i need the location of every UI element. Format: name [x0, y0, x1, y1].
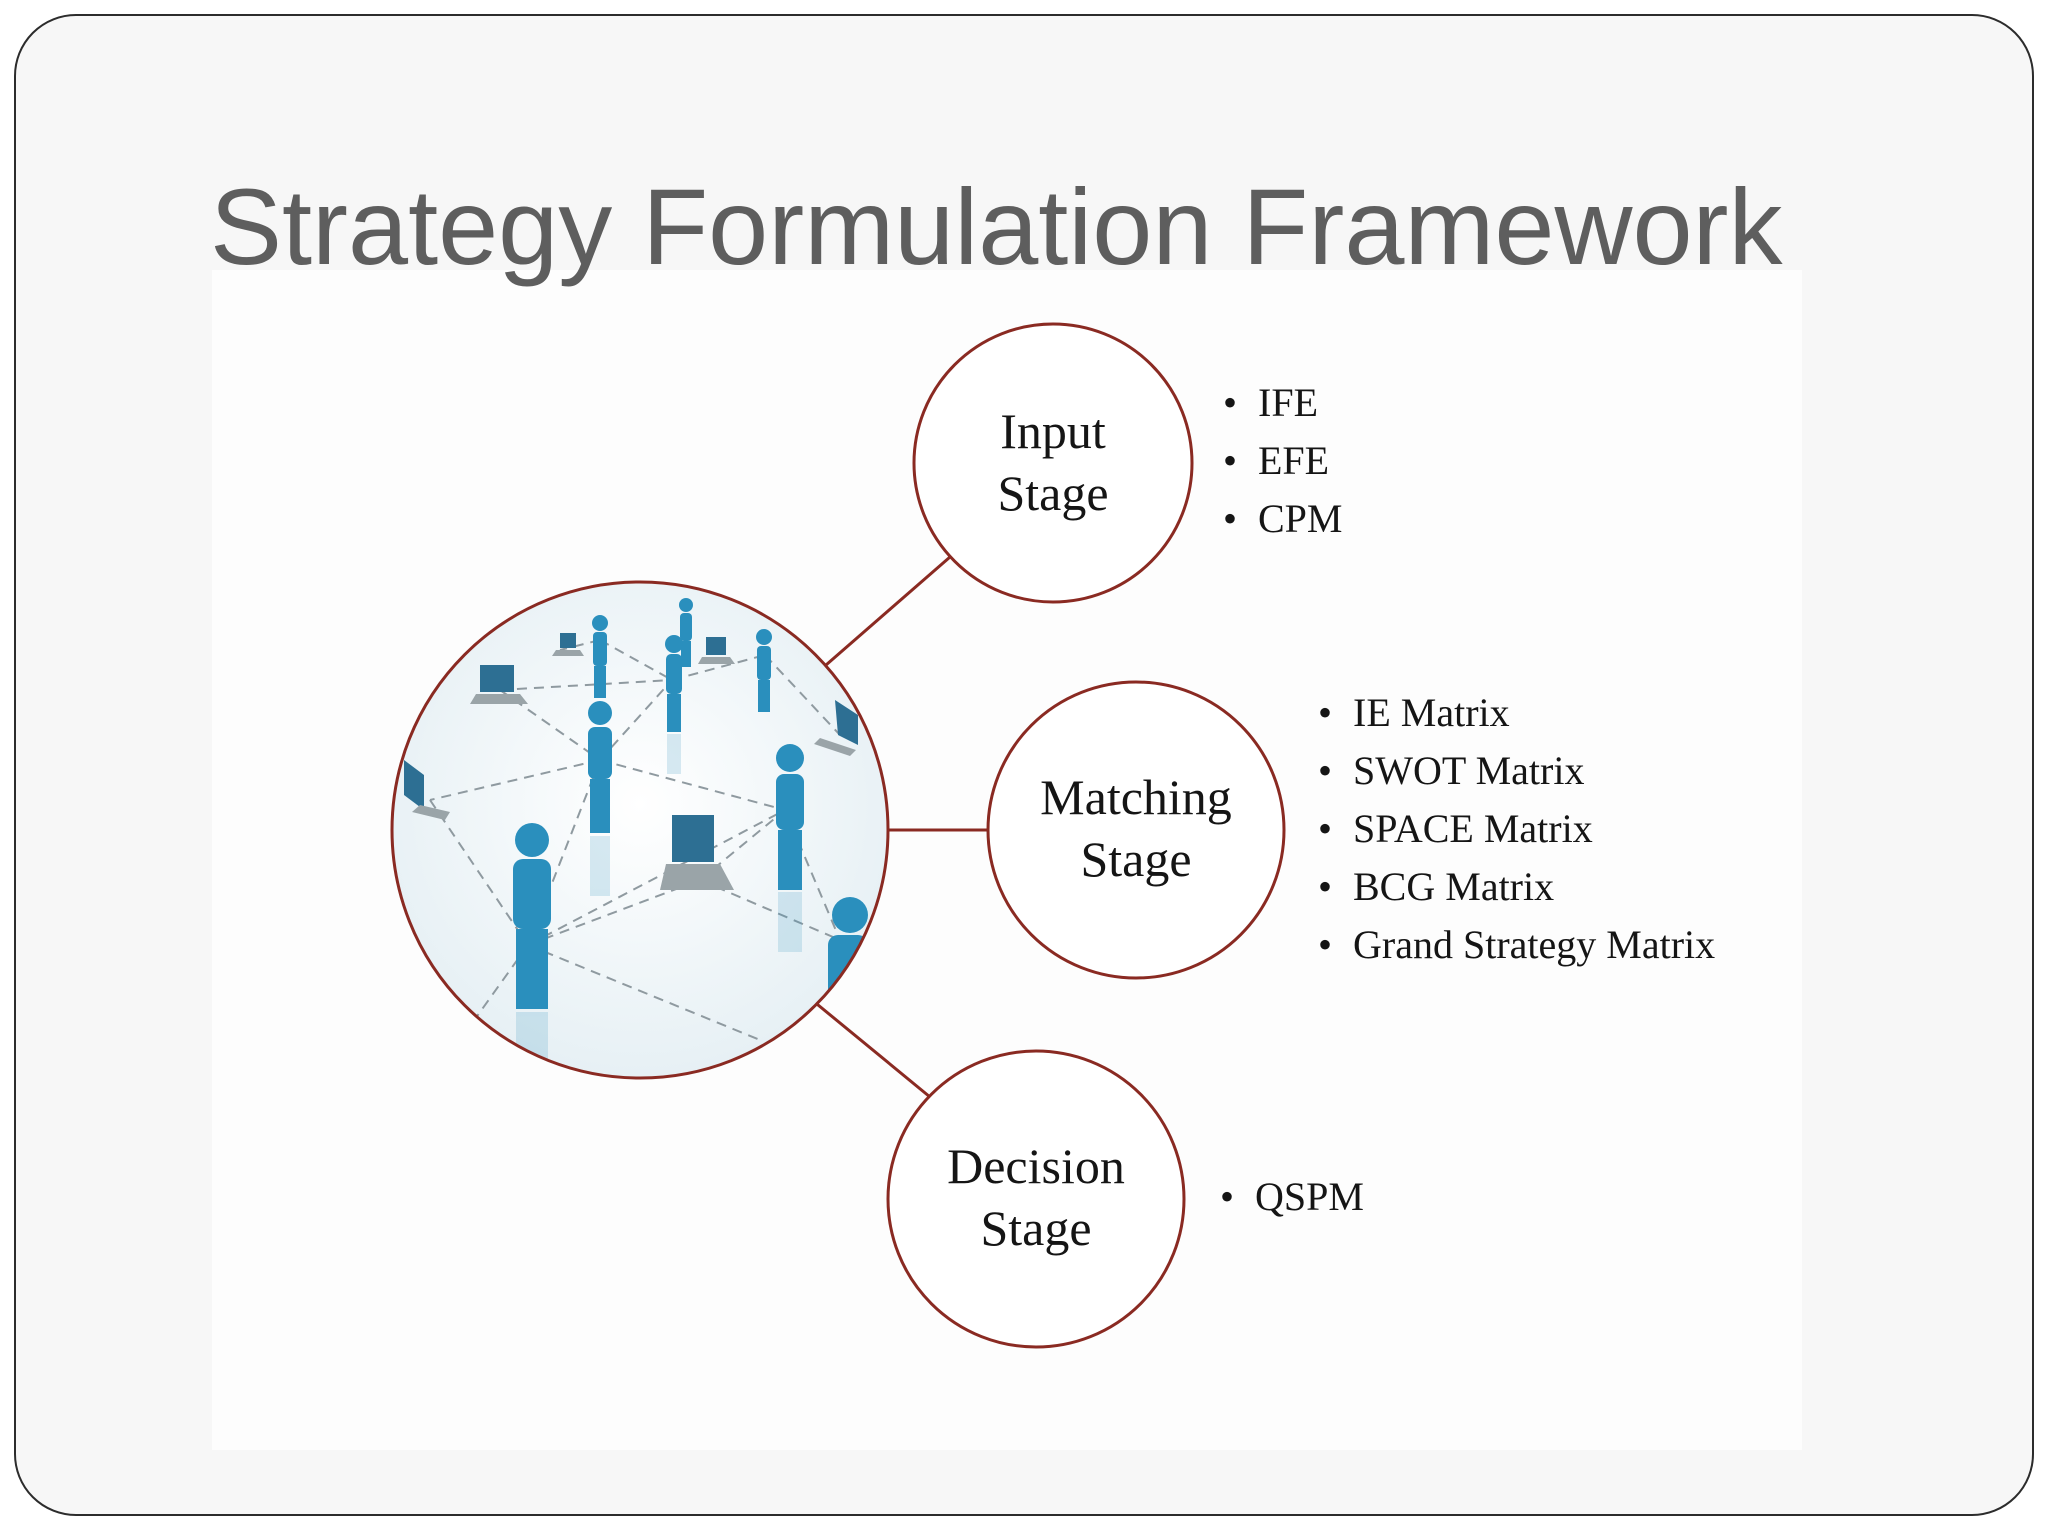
input-stage-label: Input Stage — [997, 403, 1109, 521]
bullet-icon: • — [1317, 806, 1332, 851]
bullet-icon: • — [1222, 380, 1237, 425]
matching-stage-list: •IE Matrix •SWOT Matrix •SPACE Matrix •B… — [1313, 684, 1715, 974]
matching-stage-label: Matching Stage — [1040, 769, 1232, 887]
decision-stage-list: •QSPM — [1215, 1168, 1364, 1226]
decision-stage-circle — [886, 1049, 1186, 1349]
list-item: •Grand Strategy Matrix — [1313, 916, 1715, 974]
bullet-icon: • — [1317, 690, 1332, 735]
slide-title: Strategy Formulation Framework — [210, 166, 1783, 287]
list-item: •CPM — [1218, 490, 1343, 548]
connector-lines — [811, 555, 988, 1099]
list-item: •SWOT Matrix — [1313, 742, 1715, 800]
laptop-icon — [660, 815, 734, 890]
laptop-icon — [470, 665, 528, 704]
input-stage-circle — [912, 322, 1194, 604]
people-network-icon — [390, 580, 890, 1080]
list-item: •QSPM — [1215, 1168, 1364, 1226]
input-stage-list: •IFE •EFE •CPM — [1218, 374, 1343, 548]
list-item: •IFE — [1218, 374, 1343, 432]
person-icon — [592, 615, 608, 698]
person-icon — [776, 744, 804, 890]
list-item: •BCG Matrix — [1313, 858, 1715, 916]
bullet-icon: • — [1219, 1174, 1234, 1219]
list-item: •EFE — [1218, 432, 1343, 490]
hub-circle-border — [390, 580, 890, 1080]
bullet-icon: • — [1222, 496, 1237, 541]
bullet-icon: • — [1222, 438, 1237, 483]
list-item: •SPACE Matrix — [1313, 800, 1715, 858]
decision-stage-label: Decision Stage — [947, 1138, 1125, 1256]
laptop-icon — [814, 700, 858, 756]
laptop-icon — [552, 633, 584, 656]
connector-decision — [811, 998, 931, 1099]
connector-input — [825, 555, 951, 667]
laptop-icon — [698, 637, 735, 664]
person-icon — [679, 598, 693, 667]
bullet-icon: • — [1317, 748, 1332, 793]
bullet-icon: • — [1317, 864, 1332, 909]
person-icon — [756, 629, 772, 712]
bullet-icon: • — [1317, 922, 1332, 967]
person-icon — [665, 635, 683, 732]
matching-stage-circle — [986, 680, 1286, 980]
laptop-icon — [404, 760, 450, 820]
list-item: •IE Matrix — [1313, 684, 1715, 742]
person-icon — [513, 823, 551, 1009]
person-icon — [588, 701, 612, 833]
